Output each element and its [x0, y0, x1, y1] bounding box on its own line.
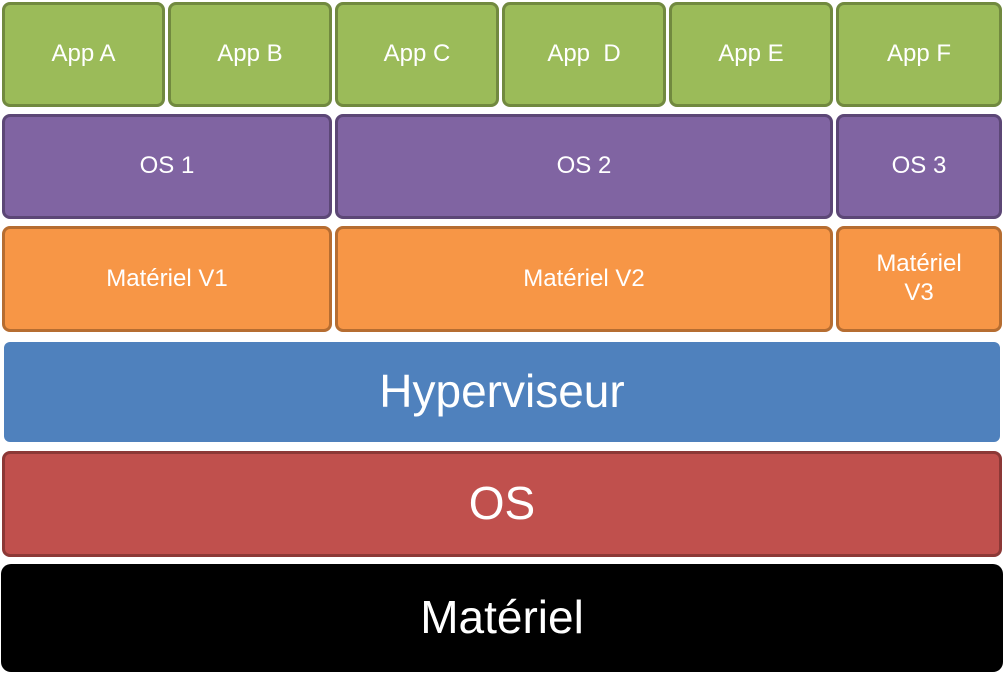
guest-os-3-label: OS 3: [891, 152, 947, 180]
app-b-block: App B: [168, 2, 332, 107]
virtual-hardware-3-block: Matériel V3: [836, 226, 1002, 332]
hypervisor-label: Hyperviseur: [379, 365, 625, 418]
app-a-block: App A: [2, 2, 165, 107]
virtual-hardware-1-block: Matériel V1: [2, 226, 332, 332]
guest-os-1-block: OS 1: [2, 114, 332, 219]
app-f-label: App F: [886, 40, 952, 68]
app-d-label: App D: [547, 40, 621, 68]
guest-os-1-label: OS 1: [139, 152, 195, 180]
virtual-hardware-1-label: Matériel V1: [106, 264, 228, 292]
virtual-hardware-3-label: Matériel V3: [876, 250, 962, 306]
virtual-hardware-2-block: Matériel V2: [335, 226, 833, 332]
host-os-label: OS: [468, 477, 536, 530]
virtual-hardware-2-label: Matériel V2: [523, 264, 645, 292]
host-hardware-block: Matériel: [1, 564, 1003, 672]
app-f-block: App F: [836, 2, 1002, 107]
app-a-label: App A: [51, 40, 116, 68]
host-hardware-label: Matériel: [420, 591, 584, 644]
app-e-label: App E: [718, 40, 784, 68]
host-os-block: OS: [2, 451, 1002, 557]
guest-os-3-block: OS 3: [836, 114, 1002, 219]
app-d-block: App D: [502, 2, 666, 107]
app-c-block: App C: [335, 2, 499, 107]
app-e-block: App E: [669, 2, 833, 107]
app-b-label: App B: [217, 40, 283, 68]
guest-os-2-block: OS 2: [335, 114, 833, 219]
guest-os-2-label: OS 2: [556, 152, 612, 180]
hypervisor-block: Hyperviseur: [4, 342, 1000, 442]
app-c-label: App C: [383, 40, 451, 68]
